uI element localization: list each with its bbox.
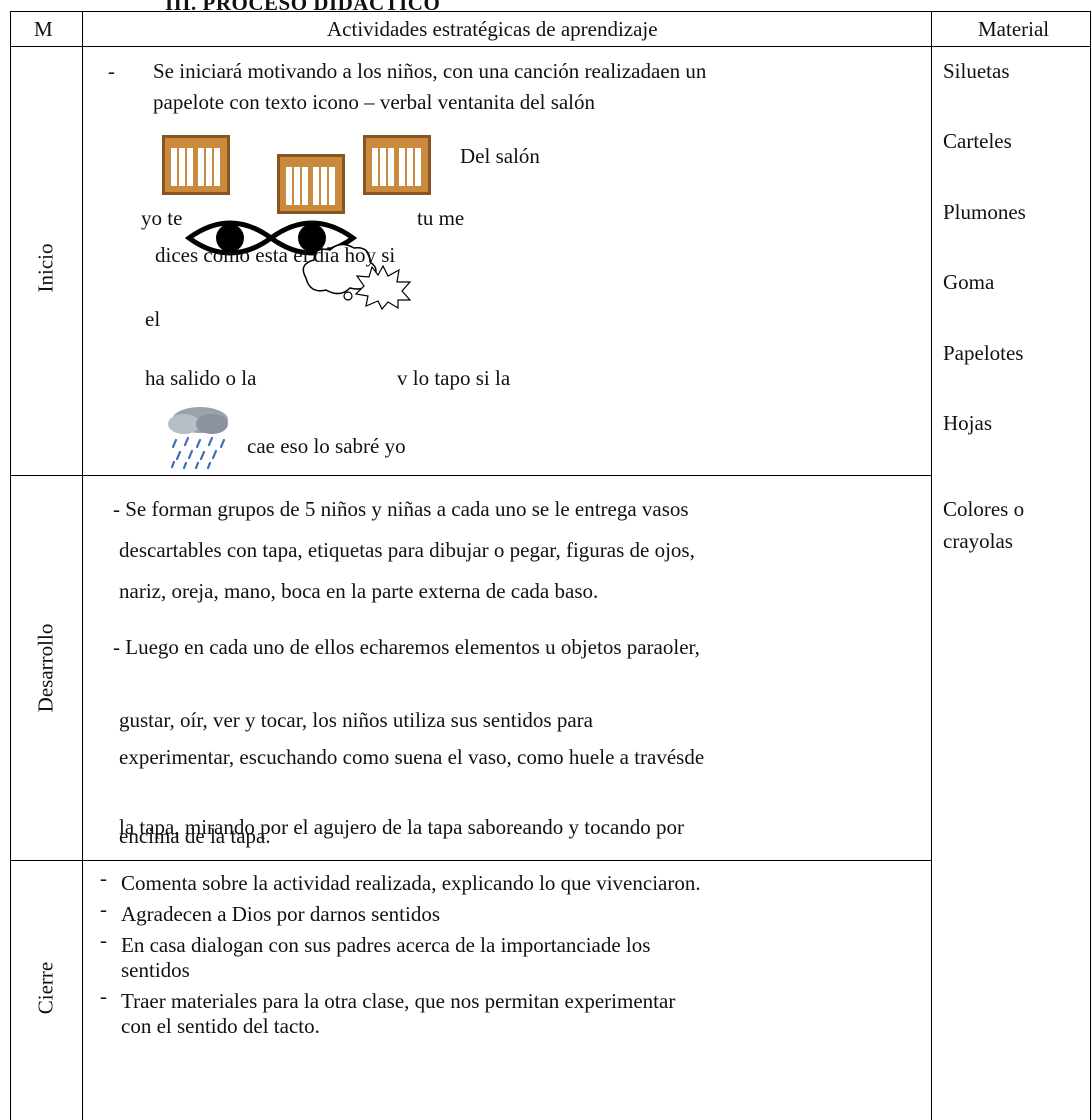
material-item: crayolas <box>943 529 1013 553</box>
cierre-bullet: - <box>100 984 107 1008</box>
phase-inicio: Inicio <box>33 243 58 293</box>
material-item: Carteles <box>943 129 1012 153</box>
sun-burst-icon <box>354 264 412 310</box>
desarrollo-p1-line1: - Se forman grupos de 5 niños y niñas a … <box>113 497 689 521</box>
inicio-text-line1: Se iniciará motivando a los niños, con u… <box>153 59 707 83</box>
desarrollo-bottom-border <box>10 860 931 861</box>
header-m: M <box>34 17 53 41</box>
cierre-item-4-line1: Traer materiales para la otra clase, que… <box>121 989 676 1013</box>
song-text-el: el <box>145 307 161 331</box>
eye-icon <box>267 220 357 256</box>
window-icon <box>363 135 431 195</box>
material-item: Goma <box>943 270 995 294</box>
cierre-item-1: Comenta sobre la actividad realizada, ex… <box>121 871 701 895</box>
header-material: Material <box>978 17 1050 41</box>
desarrollo-p4-line1: la tapa, mirando por el agujero de la ta… <box>119 815 685 839</box>
cierre-bullet: - <box>100 866 107 890</box>
desarrollo-p1-line3: nariz, oreja, mano, boca en la parte ext… <box>119 579 599 603</box>
song-text-yo-te: yo te <box>141 206 183 230</box>
window-icon <box>277 154 345 214</box>
inicio-bottom-border <box>10 475 931 476</box>
song-text-tu-me: tu me <box>417 206 465 230</box>
desarrollo-p1-line2: descartables con tapa, etiquetas para di… <box>119 538 695 562</box>
desarrollo-p3-line1: gustar, oír, ver y tocar, los niños util… <box>119 708 593 732</box>
cierre-item-3-line1: En casa dialogan con sus padres acerca d… <box>121 933 651 957</box>
phase-cierre: Cierre <box>33 961 58 1015</box>
header-bottom-border <box>10 46 1091 47</box>
table-top-border <box>10 11 1091 12</box>
song-text-lo-tapo: v lo tapo si la <box>397 366 511 390</box>
phase-desarrollo: Desarrollo <box>33 623 58 713</box>
song-text-ha-salido: ha salido o la <box>145 366 257 390</box>
table-left-border <box>10 11 11 1120</box>
material-item: Colores o <box>943 497 1025 521</box>
material-item: Plumones <box>943 200 1026 224</box>
rain-cloud-icon <box>168 407 228 470</box>
window-icon <box>162 135 230 195</box>
desarrollo-p2-line1: - Luego en cada uno de ellos echaremos e… <box>113 635 700 659</box>
cloud-icon <box>302 243 377 301</box>
song-text-cae: cae eso lo sabré yo <box>247 434 406 458</box>
material-item: Hojas <box>943 411 992 435</box>
material-item: Siluetas <box>943 59 1010 83</box>
desarrollo-p3-line2: experimentar, escuchando como suena el v… <box>119 745 705 769</box>
inicio-dash: - <box>108 59 115 83</box>
desarrollo-p4-line2: encima de la tapa. <box>119 824 271 848</box>
cierre-bullet: - <box>100 897 107 921</box>
inicio-text-line2: papelote con texto icono – verbal ventan… <box>153 90 596 114</box>
material-item: Papelotes <box>943 341 1024 365</box>
song-text-dices: dices como esta el día hoy si <box>155 243 396 267</box>
phase-column-border <box>82 11 83 1120</box>
material-column-border <box>931 11 932 1120</box>
cierre-item-4-line2: con el sentido del tacto. <box>121 1014 320 1038</box>
header-activities: Actividades estratégicas de aprendizaje <box>327 17 658 41</box>
cierre-item-3-line2: sentidos <box>121 958 190 982</box>
cierre-item-2: Agradecen a Dios por darnos sentidos <box>121 902 440 926</box>
song-text-del-salon: Del salón <box>460 144 540 168</box>
cierre-bullet: - <box>100 928 107 952</box>
